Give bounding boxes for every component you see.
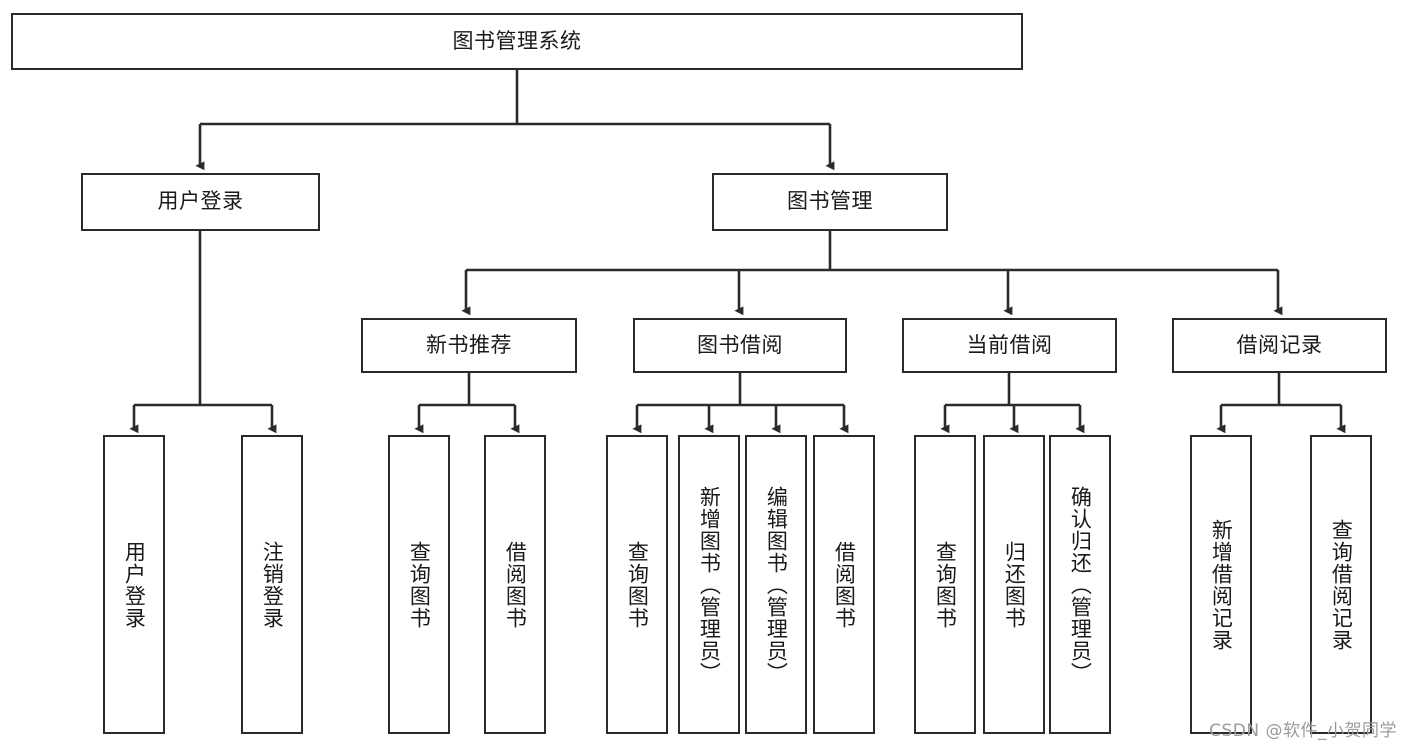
watermark-text: CSDN @软件_小贺同学 [1209, 721, 1397, 741]
node-root-label: 图书管理系统 [452, 28, 582, 53]
node-leaf-query-book-1-label: 查询图书 [407, 540, 432, 629]
node-borrow-record-label: 借阅记录 [1236, 332, 1323, 357]
node-leaf-query-book-3[interactable]: 查询图书 [914, 435, 976, 734]
node-leaf-query-record-label: 查询借阅记录 [1329, 518, 1354, 651]
node-leaf-return-book-label: 归还图书 [1002, 540, 1027, 629]
node-leaf-edit-book-label: 编辑图书（管理员） [764, 485, 789, 684]
node-leaf-add-book[interactable]: 新增图书（管理员） [678, 435, 740, 734]
node-leaf-query-book-2-label: 查询图书 [625, 540, 650, 629]
node-leaf-borrow-book-2[interactable]: 借阅图书 [813, 435, 875, 734]
node-current-borrow[interactable]: 当前借阅 [902, 318, 1117, 373]
node-leaf-borrow-book-2-label: 借阅图书 [832, 540, 857, 629]
connector-book-manage-bus [461, 231, 1283, 316]
connector-current-borrow-bus [940, 373, 1085, 434]
node-leaf-add-book-label: 新增图书（管理员） [697, 485, 722, 684]
node-leaf-user-logout[interactable]: 注销登录 [241, 435, 303, 734]
node-user-login[interactable]: 用户登录 [81, 173, 320, 231]
node-leaf-borrow-book-1[interactable]: 借阅图书 [484, 435, 546, 734]
node-leaf-query-book-2[interactable]: 查询图书 [606, 435, 668, 734]
node-book-borrow[interactable]: 图书借阅 [633, 318, 847, 373]
node-leaf-borrow-book-1-label: 借阅图书 [503, 540, 528, 629]
connector-new-book-bus [414, 373, 520, 434]
node-leaf-add-record-label: 新增借阅记录 [1209, 518, 1234, 651]
node-current-borrow-label: 当前借阅 [966, 332, 1053, 357]
node-leaf-confirm-return-label: 确认归还（管理员） [1068, 485, 1093, 684]
node-book-borrow-label: 图书借阅 [697, 332, 783, 357]
node-leaf-user-login-label: 用户登录 [122, 540, 147, 629]
connector-root-bus [195, 70, 835, 171]
node-book-manage-label: 图书管理 [787, 189, 873, 214]
node-leaf-return-book[interactable]: 归还图书 [983, 435, 1045, 734]
node-leaf-query-book-3-label: 查询图书 [933, 540, 958, 629]
node-root[interactable]: 图书管理系统 [11, 13, 1023, 70]
connector-user-login-bus [129, 231, 277, 434]
node-leaf-add-record[interactable]: 新增借阅记录 [1190, 435, 1252, 734]
node-leaf-query-book-1[interactable]: 查询图书 [388, 435, 450, 734]
node-leaf-confirm-return[interactable]: 确认归还（管理员） [1049, 435, 1111, 734]
node-leaf-user-login[interactable]: 用户登录 [103, 435, 165, 734]
node-new-book-recommend-label: 新书推荐 [426, 332, 512, 357]
node-leaf-edit-book[interactable]: 编辑图书（管理员） [745, 435, 807, 734]
node-book-manage[interactable]: 图书管理 [712, 173, 948, 231]
node-leaf-query-record[interactable]: 查询借阅记录 [1310, 435, 1372, 734]
node-new-book-recommend[interactable]: 新书推荐 [361, 318, 577, 373]
node-user-login-label: 用户登录 [157, 189, 244, 214]
connector-borrow-record-bus [1216, 373, 1346, 434]
connector-book-borrow-bus [632, 373, 849, 434]
node-leaf-user-logout-label: 注销登录 [260, 540, 285, 629]
node-borrow-record[interactable]: 借阅记录 [1172, 318, 1387, 373]
